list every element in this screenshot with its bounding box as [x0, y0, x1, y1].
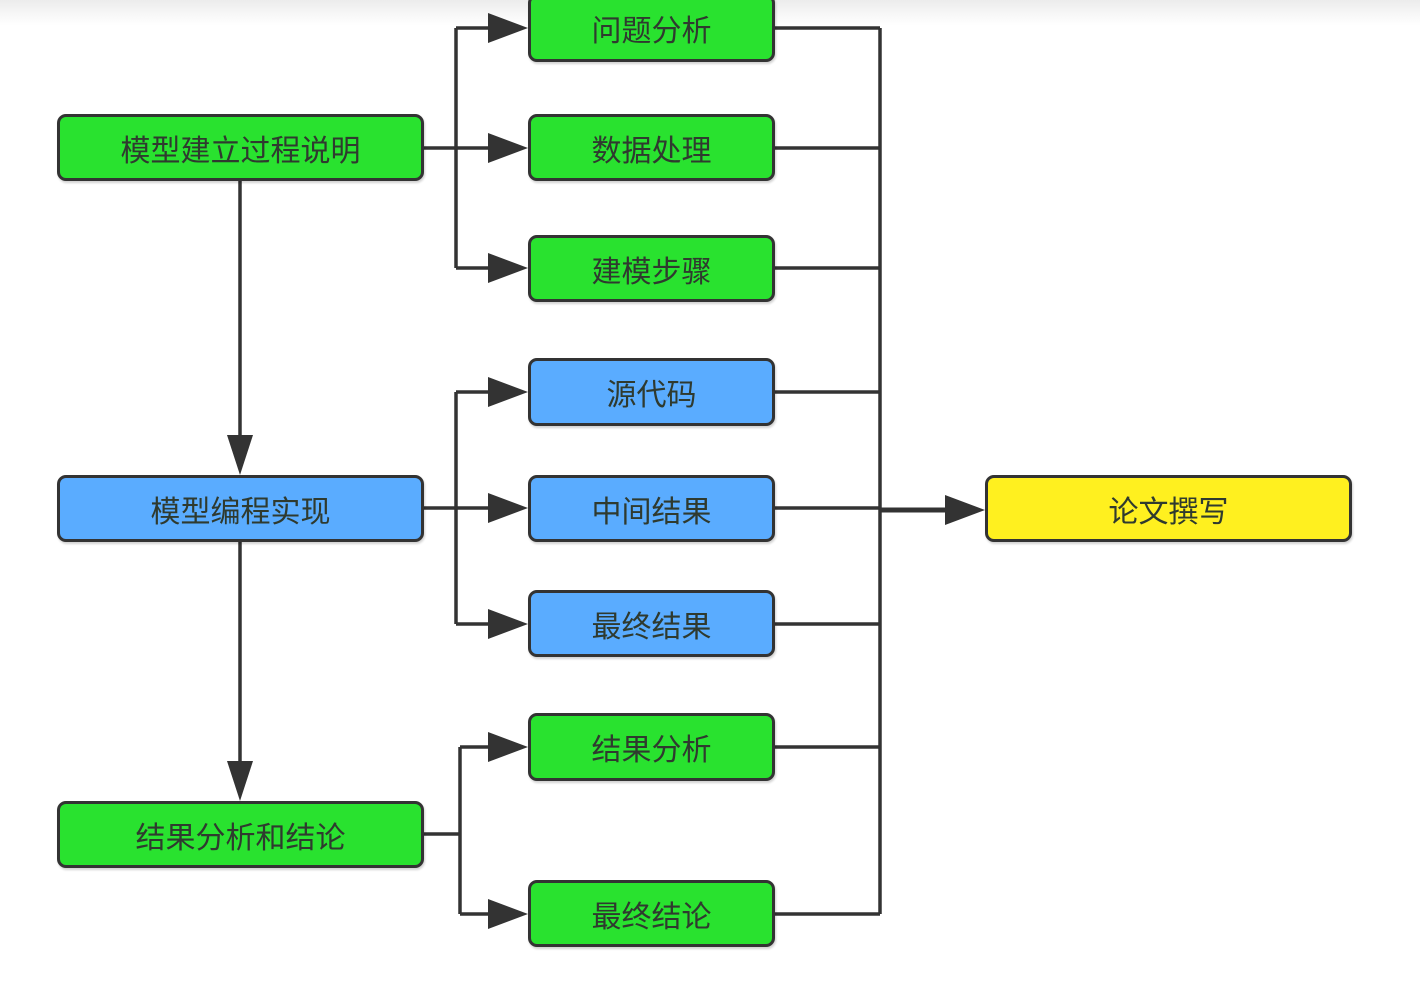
- node-source-code[interactable]: 源代码: [528, 358, 775, 426]
- node-label: 论文撰写: [1108, 494, 1229, 530]
- node-label: 数据处理: [591, 133, 712, 169]
- node-final-conclusion[interactable]: 最终结论: [528, 880, 775, 947]
- node-problem-analysis[interactable]: 问题分析: [528, 0, 775, 62]
- node-label: 最终结论: [591, 899, 712, 935]
- node-data-processing[interactable]: 数据处理: [528, 114, 775, 181]
- node-label: 源代码: [606, 378, 697, 413]
- node-final-results[interactable]: 最终结果: [528, 590, 775, 657]
- arrowhead: [488, 133, 528, 163]
- arrowhead: [488, 899, 528, 929]
- arrowhead: [488, 609, 528, 639]
- node-modeling-steps[interactable]: 建模步骤: [528, 235, 775, 302]
- arrowhead: [488, 253, 528, 283]
- node-label: 结果分析和结论: [135, 820, 346, 856]
- arrowhead: [227, 435, 253, 475]
- arrowhead: [945, 495, 985, 525]
- arrowhead: [227, 761, 253, 801]
- node-model-process[interactable]: 模型建立过程说明: [57, 114, 424, 181]
- arrowhead: [488, 377, 528, 407]
- arrowhead: [488, 493, 528, 523]
- node-label: 结果分析: [591, 733, 712, 768]
- node-result-analysis[interactable]: 结果分析: [528, 713, 775, 781]
- node-results-conclusion[interactable]: 结果分析和结论: [57, 801, 424, 868]
- node-label: 建模步骤: [591, 254, 712, 290]
- node-label: 最终结果: [591, 609, 712, 645]
- arrowhead: [488, 13, 528, 43]
- node-label: 中间结果: [591, 494, 712, 530]
- node-label: 模型编程实现: [150, 494, 331, 530]
- node-label: 模型建立过程说明: [120, 133, 361, 169]
- node-model-programming[interactable]: 模型编程实现: [57, 475, 424, 542]
- node-label: 问题分析: [591, 14, 712, 49]
- node-intermediate-results[interactable]: 中间结果: [528, 475, 775, 542]
- arrowhead: [488, 732, 528, 762]
- node-paper-writing[interactable]: 论文撰写: [985, 475, 1352, 542]
